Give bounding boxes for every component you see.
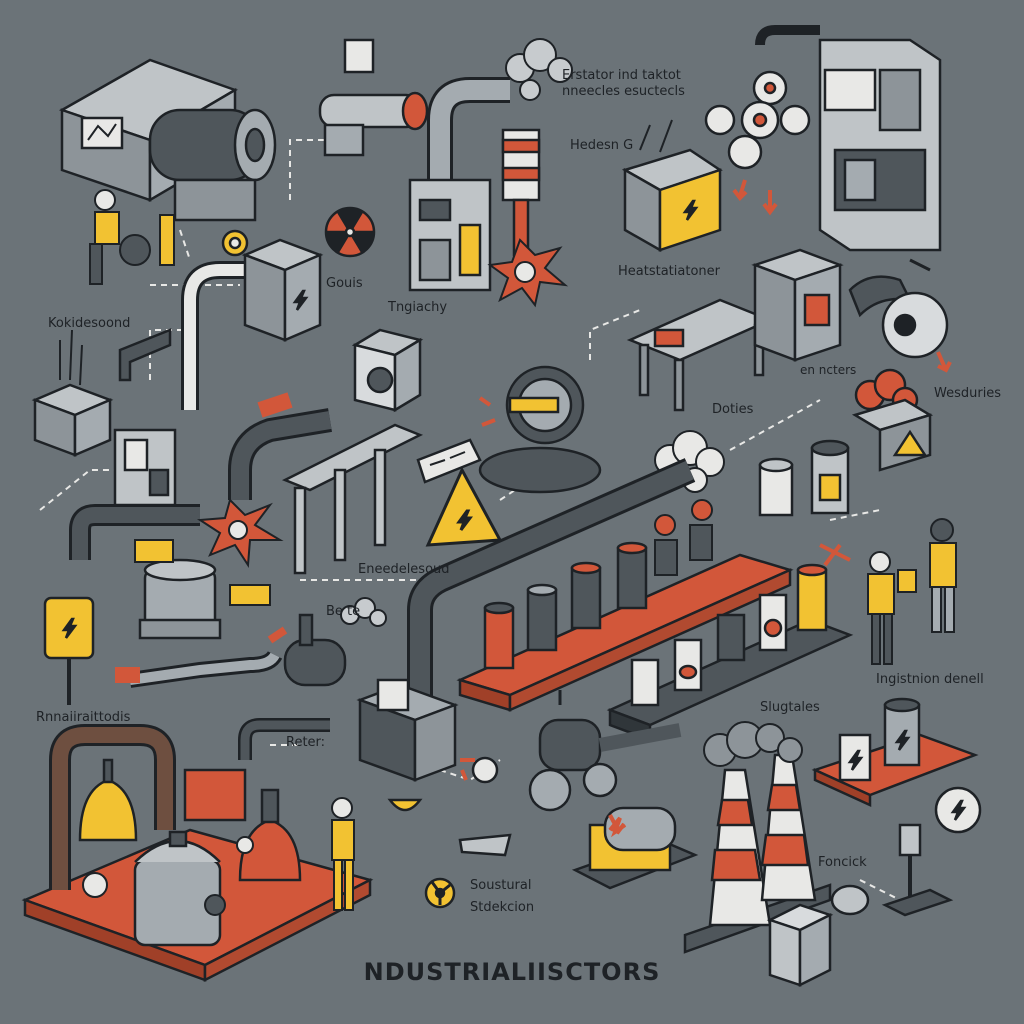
yellow-brackets <box>134 539 271 606</box>
sample-jars <box>630 563 828 707</box>
red-hot-nozzle <box>501 128 541 257</box>
label-heatstationer: Heatstatiatoner <box>618 264 720 279</box>
label-tngiachy: Tngiachy <box>388 300 448 315</box>
canister-conveyor <box>456 553 794 712</box>
red-arrow-icons <box>608 179 952 835</box>
generator-drum <box>571 806 699 890</box>
conveyor-frame <box>281 423 424 575</box>
main-pipe <box>407 458 696 700</box>
label-stdekcion: Stdekcion <box>470 900 535 915</box>
smoke-cloud-icon <box>703 721 803 767</box>
poster-title: NDUSTRIALIISCTORS <box>363 958 661 986</box>
hazard-box <box>851 368 934 472</box>
lightning-bubble-icon <box>934 786 982 834</box>
label-be-te: Be te <box>326 604 361 619</box>
furnace-machine <box>408 77 510 292</box>
smoke-cloud-icon <box>340 597 387 627</box>
label-foncick: Foncick <box>818 855 867 870</box>
warning-sign-post <box>43 596 95 705</box>
burner-stands <box>654 499 713 576</box>
dark-elbow-bracket <box>118 328 172 382</box>
pipe-arch <box>49 724 176 890</box>
storage-platform <box>811 697 979 807</box>
canister-row <box>483 541 648 670</box>
control-terminal <box>356 678 459 782</box>
valve-pipe <box>318 38 429 157</box>
label-wesduries: Wesduries <box>934 386 1002 401</box>
label-soustural: Soustural <box>470 878 532 893</box>
radiation-emblem-icon <box>424 877 456 909</box>
label-top-center: Erstator ind taktot nneecles esuctecls <box>562 68 685 99</box>
label-doties: Doties <box>712 402 754 417</box>
motor-unit <box>148 108 277 222</box>
worker-yellow-suit <box>331 797 355 911</box>
smoke-cloud-top <box>505 38 573 101</box>
label-rnnaiiraittodis: Rnnaiiraittodis <box>36 710 131 725</box>
label-slugtales: Slugtales <box>760 700 820 715</box>
electrical-cabinet <box>755 25 942 252</box>
spark-burst <box>487 238 569 308</box>
transformer-unit <box>31 329 114 457</box>
label-hedesn: Hedesn G <box>570 138 634 153</box>
charging-station <box>881 823 954 917</box>
lower-left-pipe <box>115 626 288 688</box>
worker-inspector-right <box>929 518 957 633</box>
disc-unit <box>848 258 949 359</box>
yellow-bell-tank <box>78 758 138 842</box>
gauge-readout <box>416 438 482 484</box>
label-gouis: Gouis <box>326 276 363 291</box>
warning-triangle-icon <box>425 466 503 547</box>
generator-machine <box>113 428 222 640</box>
electric-switch-box <box>241 238 324 342</box>
electric-spark <box>196 498 284 569</box>
radiation-fan-icon <box>324 206 376 258</box>
barrel-tank <box>283 613 347 687</box>
worker-inspector-left <box>867 551 917 665</box>
gear-icon <box>478 365 602 494</box>
label-eneedelesoud: Eneedelesoud <box>358 562 450 577</box>
gauge-wheels <box>82 836 254 916</box>
furnace-cabinet <box>751 248 844 362</box>
worker-seated <box>89 189 175 285</box>
grey-boiler <box>133 830 222 947</box>
label-kokidesoond: Kokidesoond <box>48 316 131 331</box>
label-en-ncters: en ncters <box>800 363 857 377</box>
fittings <box>387 756 512 857</box>
label-ingistion-denell: Ingistnion denell <box>876 672 984 687</box>
warning-box <box>621 119 723 253</box>
status-indicator-bubbles <box>704 70 811 170</box>
glass-tank <box>351 328 424 413</box>
left-pipe-network <box>69 261 332 560</box>
red-press-machine <box>183 718 330 882</box>
smokestacks <box>683 753 832 954</box>
gear-icon <box>221 229 249 257</box>
label-reter: Reter: <box>286 735 326 750</box>
mixing-containers <box>758 439 850 517</box>
crate-box <box>766 884 870 988</box>
pump-unit <box>528 690 682 812</box>
